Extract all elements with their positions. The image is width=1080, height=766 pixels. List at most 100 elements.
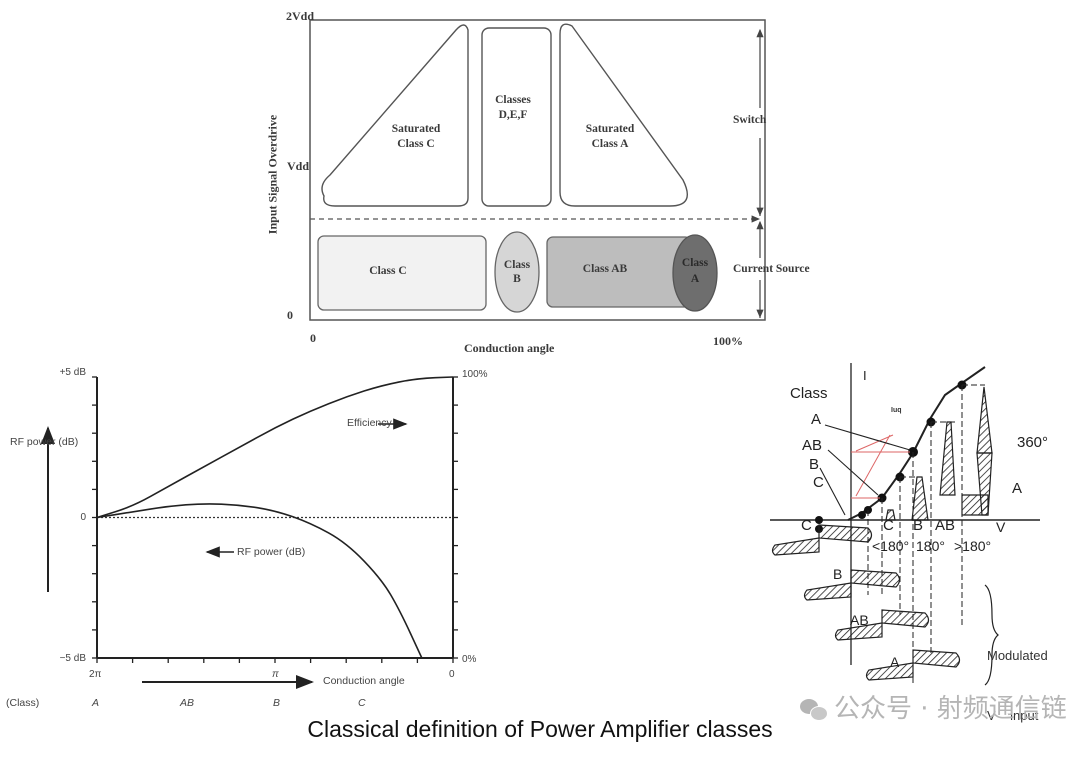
left-tick-0: 0 [80,512,86,523]
region-classes-def [481,27,552,207]
label-line: Class [681,257,709,269]
y-axis-label: Input Signal Overdrive [265,114,280,235]
note-line: Modulated [987,648,1048,663]
chart-svg [41,376,458,689]
label-saturated-class-c: Saturated Class C [376,122,456,152]
label-class-ab: Class AB [565,263,645,275]
output-pulse-a-pos [976,386,993,454]
switch-label: Switch [733,114,767,126]
x-tick-2pi: 2π [89,669,102,680]
region-saturated-class-a [559,23,688,207]
label-line: Saturated [585,123,635,135]
label-line: Class C [369,265,407,277]
voltage-axis-label: V [996,519,1006,535]
y-tick-vdd: Vdd [287,159,310,173]
x-tick-pi: π [272,669,279,680]
angle-label-gt180: >180° [954,538,992,554]
input-wave-c-pos [818,524,873,543]
pointer-class-ab [827,449,879,496]
label-line: Class AB [582,263,628,275]
label-line: Class C [397,138,435,150]
left-axis-label: RF power (dB) [10,436,79,448]
class-label-c: C [813,474,824,491]
region-class-b [494,231,540,313]
label-class-c: Class C [348,265,428,277]
watermark: 公众号 · 射频通信链 [800,688,1067,725]
iuq-pointer-2 [855,434,891,497]
output-label-ab: AB [935,517,956,534]
x-tick-0: 0 [449,669,455,680]
chart-axes [92,376,458,663]
projection-lines [867,384,985,685]
input-wave-a-pos [912,649,961,668]
note-line: V input [987,708,1039,723]
input-wave-c-neg [771,537,820,556]
x-tick-100: 100% [713,334,743,348]
current-source-label: Current Source [733,263,810,275]
label-saturated-class-a: Saturated Class A [570,122,650,152]
modulated-input-brace [984,584,999,686]
output-label-c: C [883,517,894,534]
label-line: Class [503,259,531,271]
left-tick-plus5: +5 dB [59,367,86,378]
iuq-pointer-1 [855,434,894,452]
output-pulse-c [885,509,896,521]
class-row-b: B [273,697,281,709]
right-tick-0: 0% [462,654,477,665]
class-label-ab: AB [802,437,823,454]
top-diagram-svg [309,19,766,321]
wechat-icon [800,698,828,721]
label-line: Class A [591,138,629,150]
region-class-a [672,234,718,312]
modulated-input-note: Modulated V input [987,606,1048,766]
label-class-b: Class B [492,258,542,286]
y-tick-0: 0 [287,308,293,322]
watermark-text: 公众号 · 射频通信链 [834,694,1067,724]
input-wave-ab-neg [834,622,883,641]
rf-power-annotation: RF power (dB) [237,546,306,558]
class-row-c: C [358,697,366,709]
series-line-rf-power [96,503,423,659]
efficiency-annotation: Efficiency [347,417,392,429]
bias-point-b [858,511,866,519]
chart-series [96,376,454,659]
label-line: B [513,273,521,285]
x-tick-0: 0 [310,331,316,345]
current-axis-label: I [863,368,867,383]
label-line: A [690,273,700,285]
label-line: Saturated [391,123,441,135]
class-label-a: A [811,411,822,428]
angle-label-180: 180° [916,538,945,554]
label-line: D,E,F [498,109,528,121]
left-tick-minus5: −5 dB [59,653,86,664]
series-line-efficiency [96,376,454,519]
input-label-b: B [833,566,843,582]
input-label-ab: AB [850,612,869,628]
class-row-a: A [92,697,100,709]
output-pulse-ab [939,421,956,496]
output-label-c-left: C [801,517,812,534]
output-label-b: B [913,517,924,534]
input-wave-ab-pos [881,609,930,628]
figure-caption: Classical definition of Power Amplifier … [307,716,773,742]
class-label-b: B [809,456,820,473]
bias-point-c [815,516,823,524]
label-class-a: Class A [670,255,720,287]
region-class-c [317,235,487,311]
class-header: Class [790,385,828,402]
pointer-class-b [819,467,846,516]
angle-label-lt180: <180° [872,538,910,554]
input-wave-b-pos [850,569,901,588]
angle-label-360: 360° [1017,434,1049,451]
input-wave-b-neg [803,582,852,601]
pointer-class-a [824,424,911,451]
iuq-label: Iuq [891,407,902,414]
right-tick-100: 100% [462,369,488,380]
y-tick-2vdd: 2Vdd [286,9,315,23]
label-classes-def: Classes D,E,F [478,93,548,123]
x-axis-label: Conduction angle [464,341,555,355]
output-pulse-ab-base [961,494,989,516]
output-pulse-b [911,476,929,521]
x-axis-label: Conduction angle [323,675,405,687]
input-label-a: A [890,654,900,670]
